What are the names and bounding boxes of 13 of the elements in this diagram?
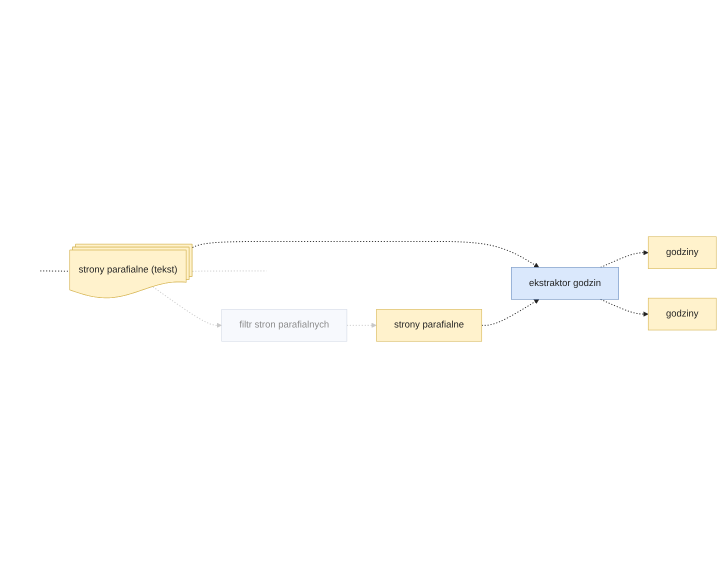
node-box: ekstraktor godzin bbox=[511, 266, 619, 300]
node-box: godziny bbox=[648, 236, 717, 268]
arrow bbox=[600, 250, 648, 268]
arrow bbox=[152, 286, 222, 328]
node-box: godziny bbox=[648, 297, 717, 330]
arrow bbox=[192, 240, 540, 268]
arrow bbox=[481, 298, 540, 326]
connector bbox=[40, 270, 70, 272]
connector bbox=[192, 270, 267, 272]
node-box: strony parafialne bbox=[376, 308, 482, 342]
arrow bbox=[346, 322, 377, 328]
arrow bbox=[600, 298, 648, 316]
node-box: filtr stron parafialnych bbox=[221, 308, 348, 342]
